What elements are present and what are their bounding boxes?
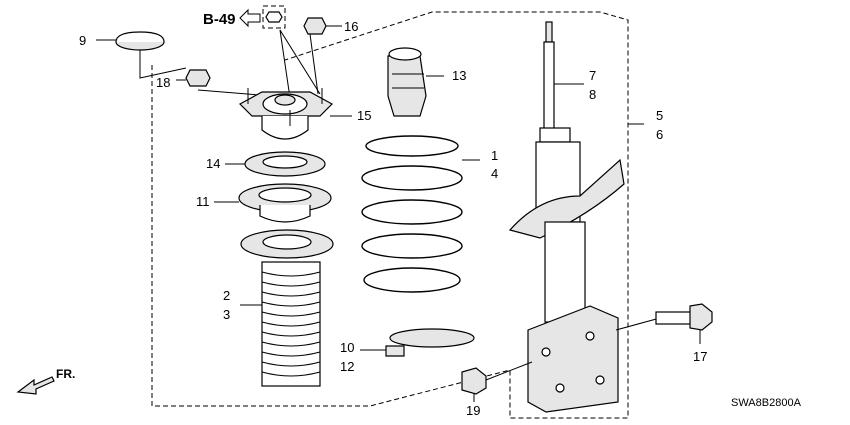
nut-small-icon — [265, 11, 283, 23]
part-strut-body — [508, 123, 661, 413]
part-bolt — [655, 303, 713, 344]
callout-3: 3 — [223, 307, 230, 322]
callout-10: 10 — [340, 340, 354, 355]
part-upper-insulator — [225, 151, 326, 177]
part-bump-stop — [387, 47, 444, 117]
callout-13: 13 — [452, 68, 466, 83]
callout-11: 11 — [196, 194, 210, 209]
callout-17: 17 — [693, 349, 707, 364]
diagram-code: SWA8B2800A — [731, 397, 802, 409]
part-spring-seat — [214, 183, 332, 223]
part-coil-spring — [361, 135, 480, 293]
callout-14: 14 — [206, 156, 220, 171]
reference-box — [262, 5, 286, 29]
part-cap — [96, 31, 165, 51]
part-damper-rod — [543, 21, 584, 135]
callout-18: 18 — [156, 75, 170, 90]
callout-8: 8 — [589, 87, 596, 102]
callout-4: 4 — [491, 166, 498, 181]
reference-b49: B-49 — [203, 5, 286, 29]
arrow-front-icon — [16, 376, 55, 395]
callout-15: 15 — [357, 108, 371, 123]
callout-9: 9 — [79, 33, 86, 48]
part-nut-19 — [461, 361, 533, 402]
callout-16: 16 — [344, 19, 358, 34]
callout-7: 7 — [589, 68, 596, 83]
part-nut-16 — [279, 17, 342, 99]
callout-2: 2 — [223, 288, 230, 303]
boot-bellows — [261, 271, 321, 377]
part-strut-mount — [239, 88, 352, 140]
callout-6: 6 — [656, 127, 663, 142]
callout-19: 19 — [466, 403, 480, 418]
callout-12: 12 — [340, 359, 354, 374]
front-label: FR. — [56, 367, 75, 381]
part-lower-insulator — [360, 328, 475, 357]
callout-1: 1 — [491, 148, 498, 163]
arrow-left-icon — [239, 8, 261, 28]
callout-5: 5 — [656, 108, 663, 123]
reference-label: B-49 — [203, 11, 236, 28]
front-direction: FR. — [16, 367, 75, 395]
part-dust-boot — [240, 229, 334, 387]
assembly-outline — [151, 11, 629, 419]
